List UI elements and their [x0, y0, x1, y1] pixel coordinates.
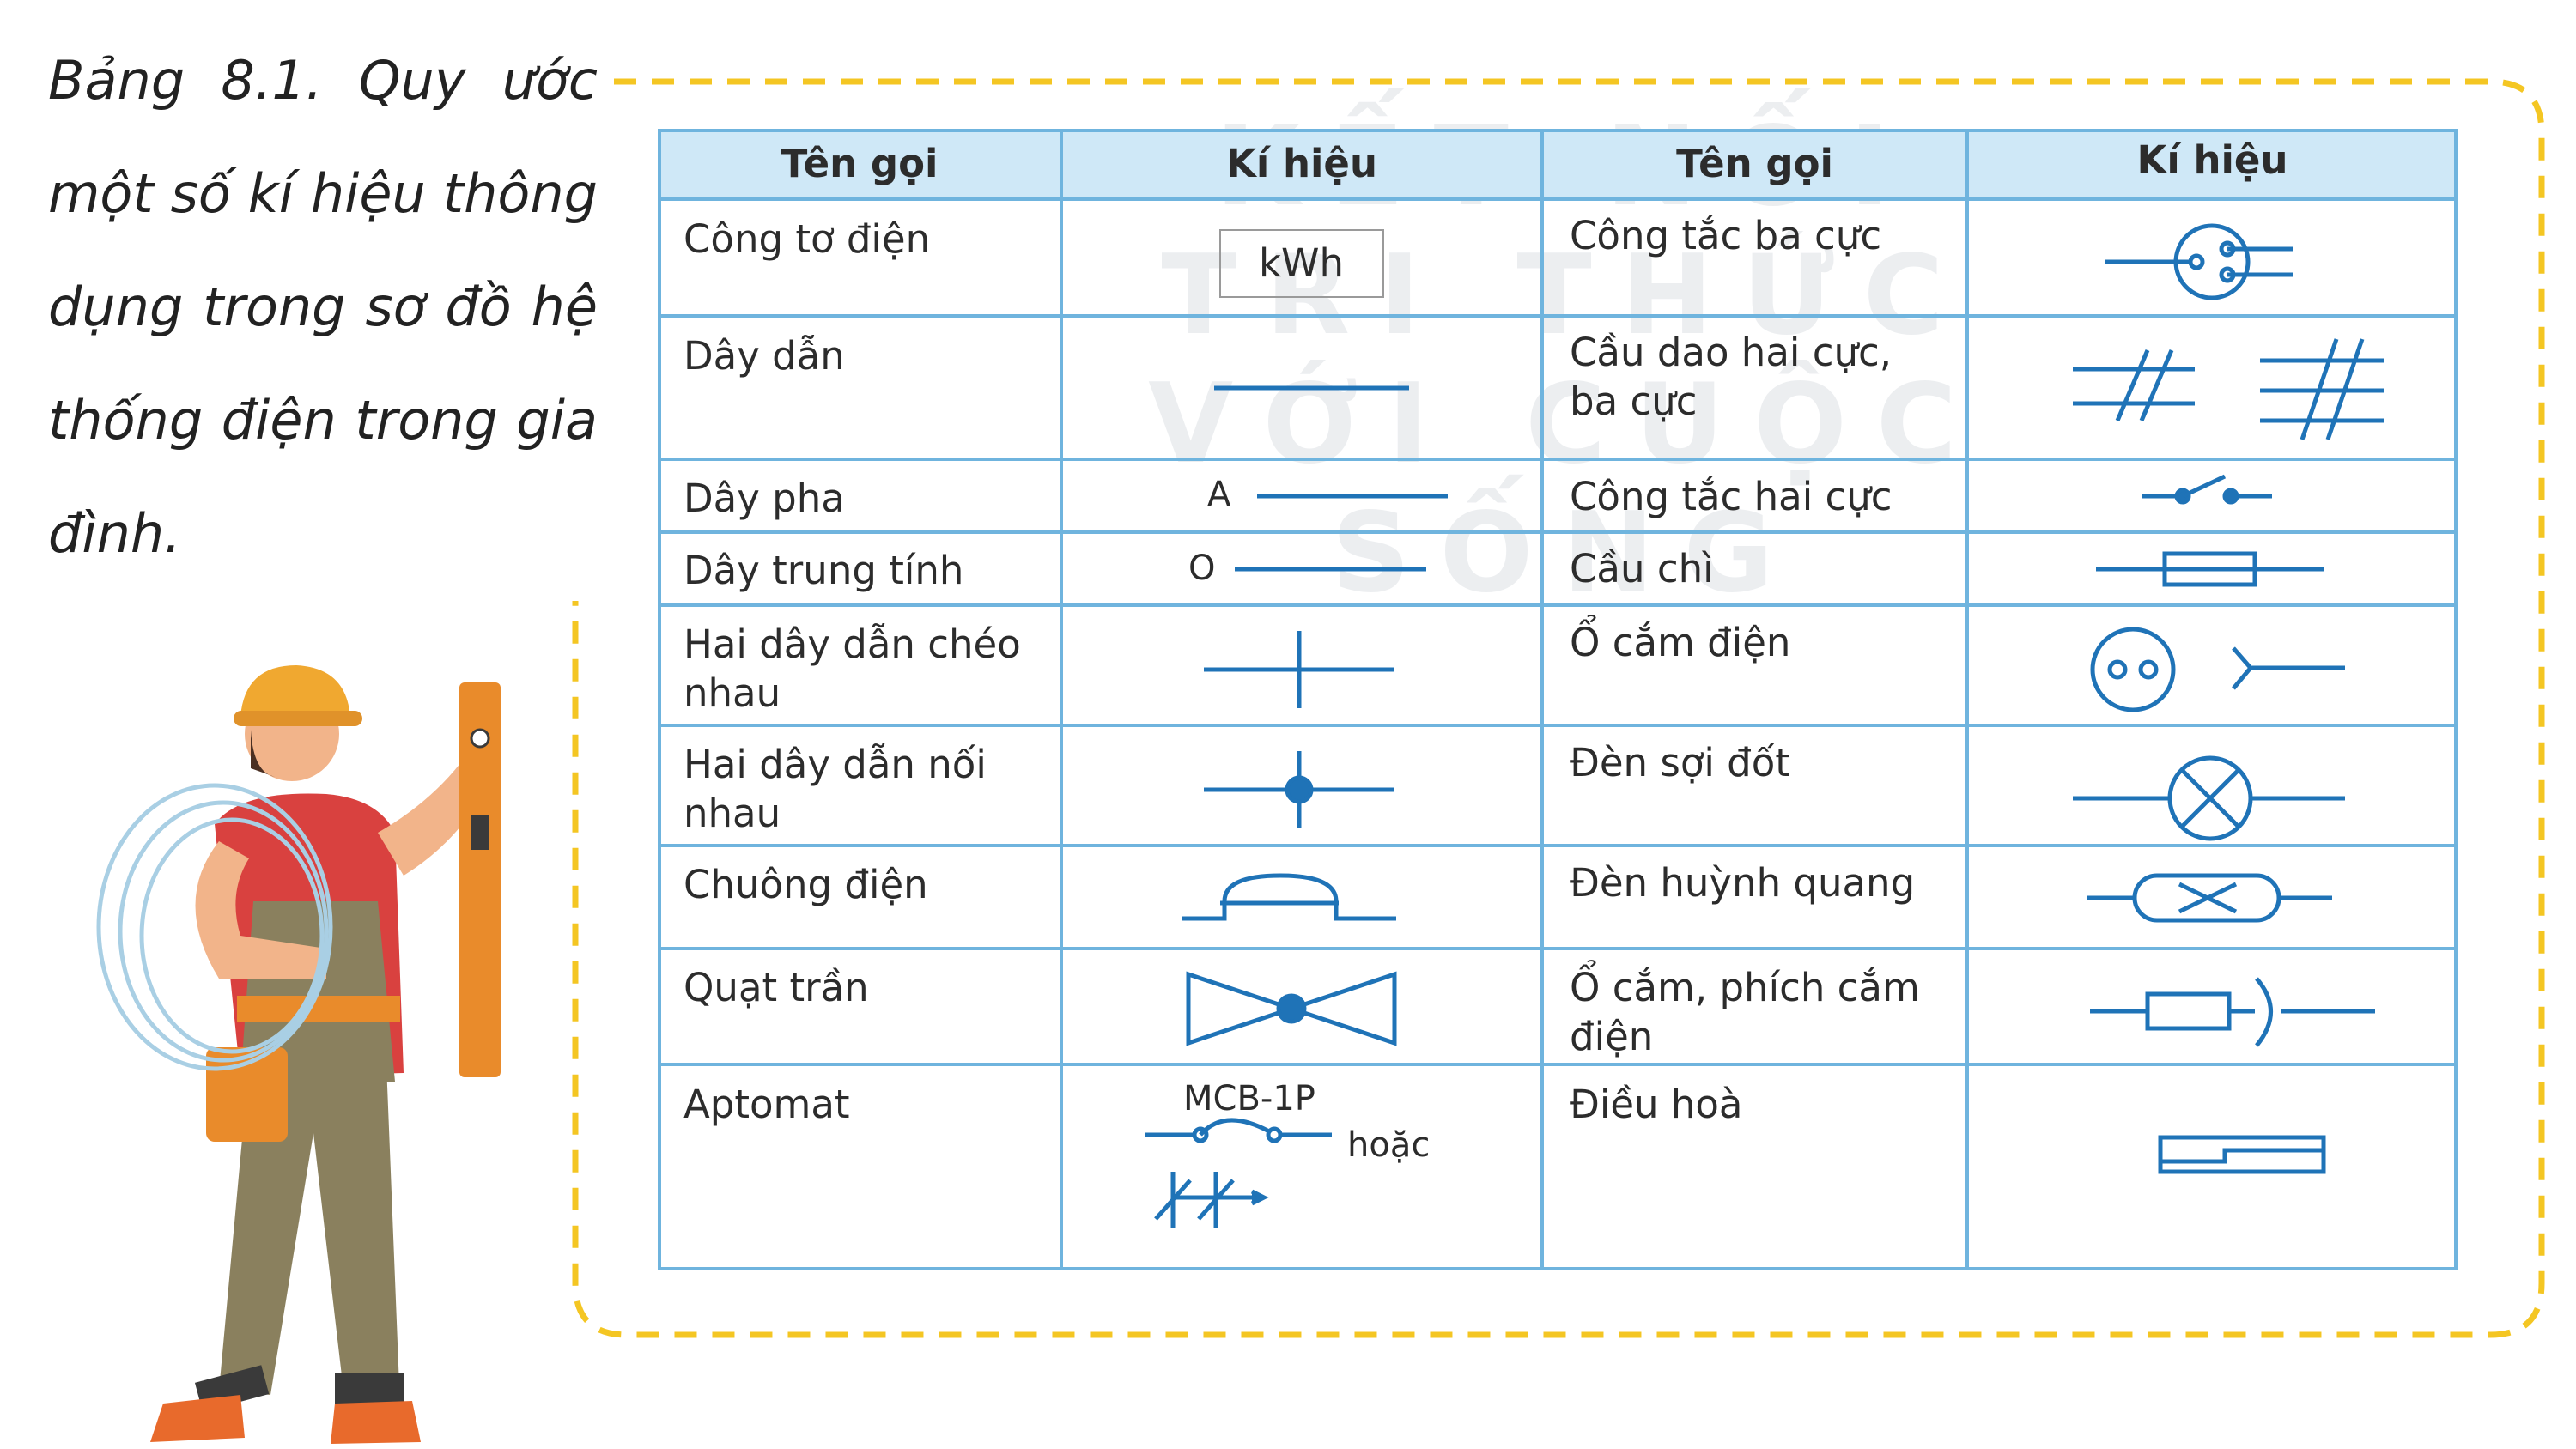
- row-7-name-right: Đèn huỳnh quang: [1570, 860, 1916, 906]
- three-way-switch-icon: [2105, 223, 2293, 300]
- bell-icon: [1182, 873, 1396, 921]
- row-4-name: Dây trung tính: [683, 548, 964, 593]
- two-pole-switch-icon: [2142, 474, 2272, 505]
- fuse-icon: [2096, 551, 2324, 587]
- row-6-name-right: Đèn sợi đốt: [1570, 740, 1790, 785]
- row-8-name-right: Ổ cắm, phích cắm điện: [1570, 965, 1920, 1059]
- header-symbol-1: Kí hiệu: [1226, 141, 1377, 186]
- row-4-name-right: Cầu chì: [1570, 546, 1714, 591]
- row-2-name: Dây dẫn: [683, 333, 845, 379]
- row-8-name: Quạt trần: [683, 965, 869, 1010]
- table-grid: [658, 129, 2458, 1270]
- crossing-wires-icon: [1204, 631, 1394, 708]
- row-6-name: Hai dây dẫn nối nhau: [683, 742, 987, 836]
- row-7-name: Chuông điện: [683, 862, 928, 907]
- row-9-name-right: Điều hoà: [1570, 1082, 1743, 1127]
- phase-label: A: [1207, 475, 1231, 514]
- lamp-icon: [2073, 755, 2345, 841]
- socket-icon: [2090, 627, 2345, 712]
- row-3-name: Dây pha: [683, 476, 845, 521]
- meter-label: kWh: [1259, 240, 1345, 286]
- fluorescent-lamp-icon: [2087, 873, 2332, 923]
- breaker-icon: [1145, 1118, 1332, 1228]
- worker-illustration: [96, 665, 501, 1444]
- knife-switch-icon: [2073, 338, 2384, 440]
- socket-plug-icon: [2090, 977, 2375, 1047]
- row-3-name-right: Công tắc hai cực: [1570, 474, 1893, 519]
- row-5-name: Hai dây dẫn chéo nhau: [683, 621, 1021, 716]
- fan-icon: [1186, 971, 1397, 1046]
- table-caption: Bảng 8.1. Quy ước một số kí hiệu thông d…: [48, 24, 598, 591]
- symbol-table: Tên gọi Kí hiệu Tên gọi Kí hiệu Công tơ …: [658, 129, 2458, 1270]
- watermark-line-2: VỚI CUỘC SỐNG: [1148, 361, 1986, 617]
- or-label: hoặc: [1347, 1125, 1431, 1165]
- row-1-name: Công tơ điện: [683, 216, 931, 262]
- header-symbol-2: Kí hiệu: [2136, 137, 2288, 183]
- header-name-1: Tên gọi: [781, 141, 939, 186]
- air-conditioner-icon: [2158, 1135, 2326, 1174]
- meter-icon: [1219, 229, 1384, 298]
- joined-wires-icon: [1204, 751, 1394, 828]
- caption-text: Bảng 8.1. Quy ước một số kí hiệu thông d…: [48, 49, 598, 565]
- row-2-name-right: Cầu dao hai cực, ba cực: [1570, 330, 1893, 424]
- neutral-label: O: [1188, 549, 1216, 588]
- header-name-2: Tên gọi: [1676, 141, 1833, 186]
- row-9-name: Aptomat: [683, 1082, 850, 1127]
- row-1-name-right: Công tắc ba cực: [1570, 213, 1882, 258]
- mcb-label: MCB-1P: [1183, 1079, 1315, 1119]
- row-5-name-right: Ổ cắm điện: [1570, 620, 1791, 665]
